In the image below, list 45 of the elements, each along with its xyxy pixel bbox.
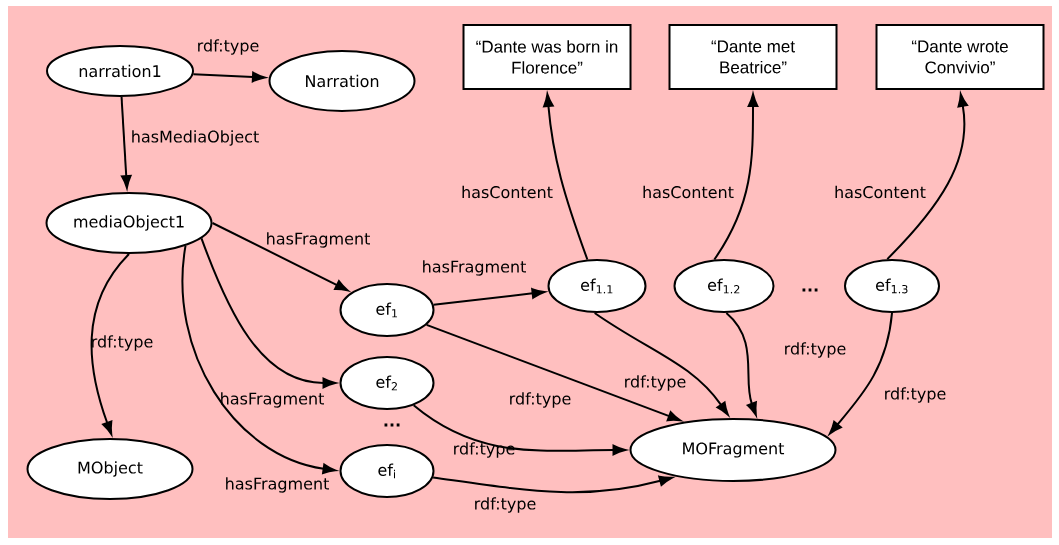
arrow	[211, 222, 349, 292]
arrow	[432, 475, 673, 494]
edge-label: rdf:type	[475, 497, 536, 513]
arrow	[181, 244, 337, 475]
edge-label: hasMediaObject	[132, 130, 259, 146]
arrow	[886, 93, 969, 261]
edge-label: rdf:type	[198, 39, 259, 55]
ellipse-node: ef$_{2}$	[339, 356, 435, 410]
edge-label: rdf:type	[510, 392, 571, 408]
edge-label: rdf:type	[885, 387, 946, 403]
edge-label: hasFragment	[267, 232, 370, 248]
ellipse-node: Narration	[268, 50, 416, 112]
edge-label: rdf:type	[785, 342, 846, 358]
ellipse-node: ef$_{1.1}$	[547, 259, 647, 313]
arrow	[829, 312, 893, 435]
arrow	[200, 237, 337, 389]
arrow	[425, 323, 682, 422]
text-box: “Dante wrote Convivio”	[875, 24, 1045, 90]
arrow	[593, 311, 729, 416]
ellipse-node: ef$_{1.2}$	[673, 259, 775, 313]
edge-label: hasFragment	[423, 260, 526, 276]
arrow	[192, 71, 266, 83]
edge-label: hasFragment	[221, 392, 324, 408]
ellipse-node: mediaObject1	[45, 192, 213, 254]
edge-label: hasContent	[643, 185, 734, 199]
ellipse-node: ef$_{1.3}$	[844, 259, 940, 313]
ellipse-node: ef$_{i}$	[339, 444, 435, 498]
arrow	[412, 404, 627, 456]
ellipse-node: MObject	[26, 438, 194, 500]
arrow	[120, 96, 132, 189]
arrow	[713, 93, 759, 261]
arrow	[543, 93, 589, 261]
edge-label: hasFragment	[226, 477, 329, 493]
arrow	[725, 311, 757, 416]
ellipsis-label: ...	[802, 288, 818, 292]
edge-label: hasContent	[835, 185, 926, 199]
text-box: “Dante was born in Florence”	[462, 24, 632, 90]
ellipse-node: MOFragment	[629, 418, 837, 482]
edge-label: hasContent	[462, 185, 553, 199]
arrow	[432, 288, 546, 306]
edge-label: rdf:type	[625, 375, 686, 391]
ellipse-node: ef$_{1}$	[339, 283, 435, 337]
text-box: “Dante met Beatrice”	[668, 24, 838, 90]
ellipse-node: narration1	[46, 45, 194, 97]
ellipsis-label: ...	[384, 423, 400, 427]
